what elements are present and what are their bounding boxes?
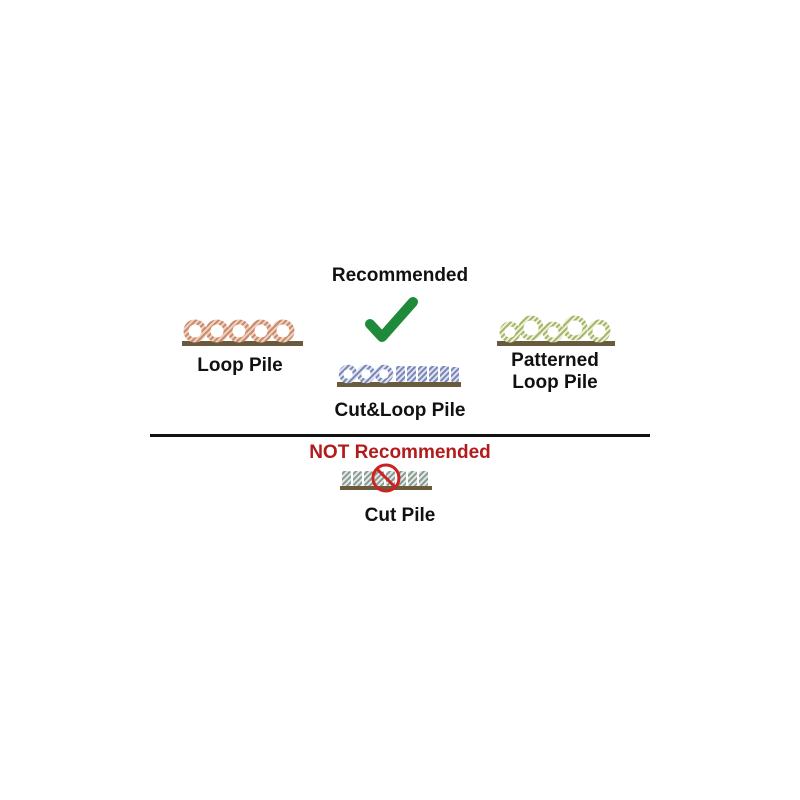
loop-pile-carpet-icon: [182, 319, 303, 346]
loop-pile-label: Loop Pile: [197, 355, 283, 376]
patterned-loop-pile-carpet-icon: [497, 315, 615, 346]
patterned-loop-pile-label: Patterned Loop Pile: [480, 350, 630, 394]
patterned-label-line2: Loop Pile: [512, 372, 598, 393]
recommended-heading: Recommended: [331, 265, 469, 286]
cut-pile-carpet-icon: [340, 471, 432, 490]
patterned-label-line1: Patterned: [511, 350, 599, 371]
not-recommended-heading: NOT Recommended: [309, 442, 491, 463]
check-icon: [365, 297, 418, 342]
cut-loop-pile-carpet-icon: [337, 364, 461, 387]
cut-pile-label: Cut Pile: [364, 505, 436, 526]
prohibited-icon: [371, 463, 401, 493]
cut-loop-pile-label: Cut&Loop Pile: [334, 400, 466, 421]
section-divider: [150, 434, 650, 437]
